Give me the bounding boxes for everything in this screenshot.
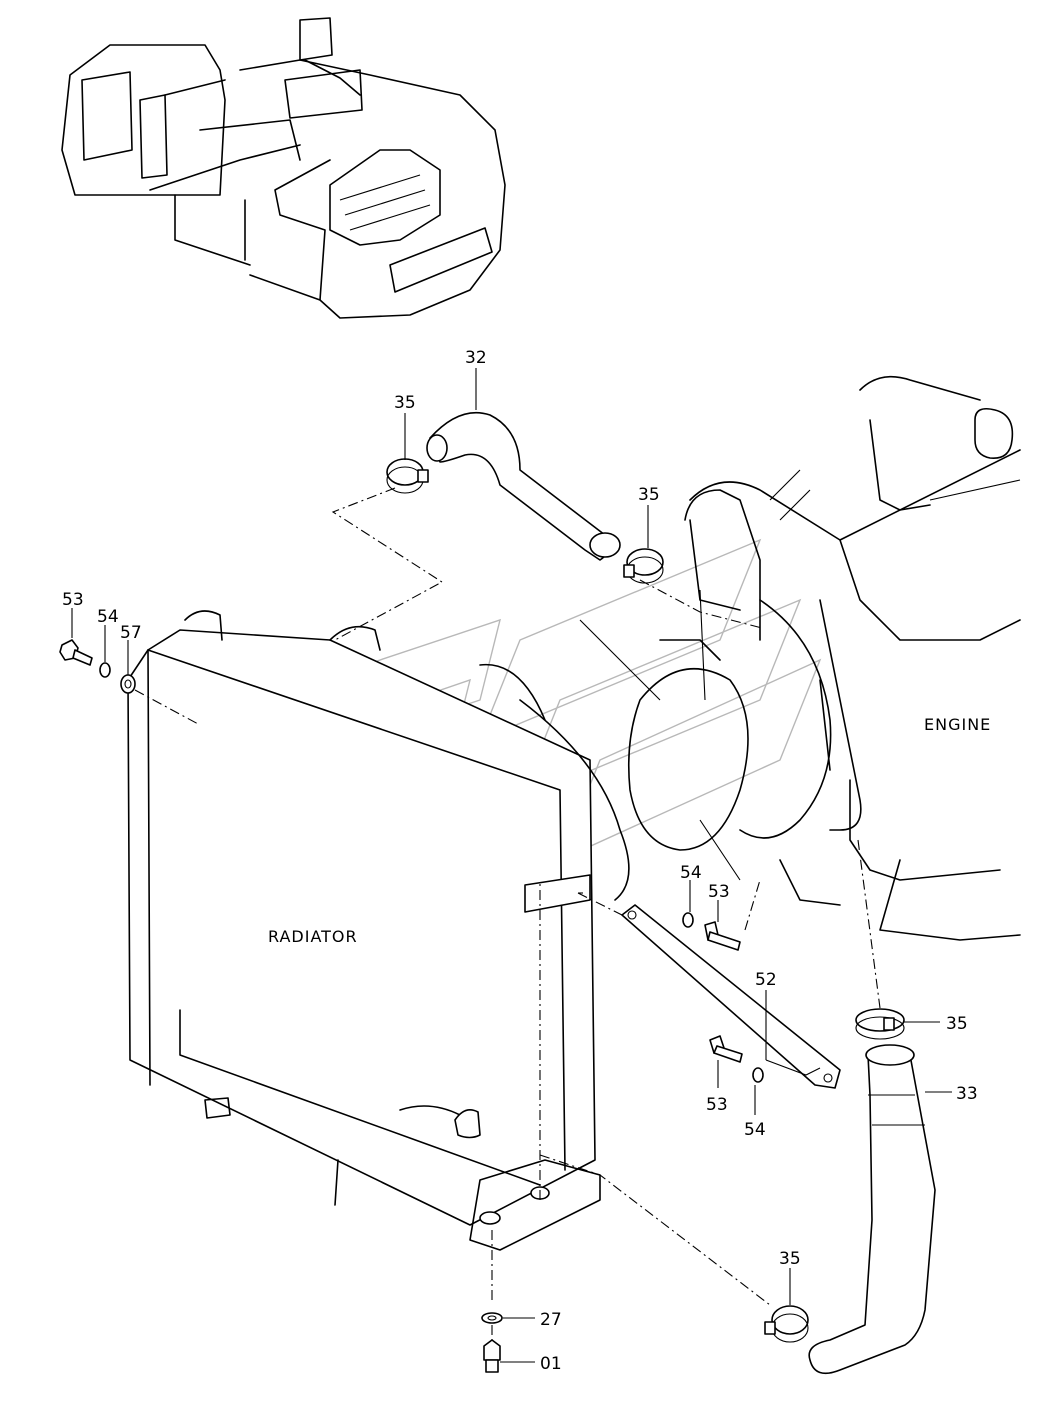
upper-radiator-hose xyxy=(426,411,621,561)
callout-57: 57 xyxy=(120,623,142,643)
washer-27 xyxy=(481,1312,503,1324)
callout-53-low: 53 xyxy=(706,1095,728,1115)
callout-32: 32 xyxy=(465,348,487,368)
bolt-01 xyxy=(483,1339,501,1373)
hose-clamp-upper xyxy=(386,458,429,494)
washer-54-low xyxy=(752,1067,764,1083)
bracket-bosses xyxy=(479,1186,550,1225)
callout-53-left: 53 xyxy=(62,590,84,610)
hose-clamp-bottom xyxy=(764,1305,809,1343)
callout-35-top: 35 xyxy=(394,393,416,413)
washer-54-left xyxy=(99,662,111,678)
callout-52: 52 xyxy=(755,970,777,990)
callout-54-low: 54 xyxy=(744,1120,766,1140)
lower-radiator-hose xyxy=(808,1044,936,1375)
callout-54-mid: 54 xyxy=(680,863,702,883)
hose-clamp-right xyxy=(855,1008,905,1040)
callout-54-left: 54 xyxy=(97,607,119,627)
label-engine: ENGINE xyxy=(924,715,991,734)
connection-lines xyxy=(331,487,881,1340)
hose-clamp-mid xyxy=(623,548,664,584)
callout-53-mid: 53 xyxy=(708,882,730,902)
callout-35-right: 35 xyxy=(946,1014,968,1034)
label-radiator: RADIATOR xyxy=(268,927,358,946)
bolt-53-left xyxy=(59,639,93,666)
callout-35-bottom: 35 xyxy=(779,1249,801,1269)
washer-54-mid xyxy=(682,912,694,928)
bolt-53-mid xyxy=(704,921,741,951)
fan-shroud xyxy=(579,489,862,881)
callout-35-mid: 35 xyxy=(638,485,660,505)
engine-outline xyxy=(689,375,1021,941)
callout-33: 33 xyxy=(956,1084,978,1104)
stay-bar xyxy=(577,892,841,1089)
callout-01: 01 xyxy=(540,1354,562,1374)
callout-27: 27 xyxy=(540,1310,562,1330)
excavator-overview xyxy=(61,17,506,319)
washer-57 xyxy=(120,674,136,694)
leader-washer-57 xyxy=(134,689,201,726)
bolt-53-low xyxy=(709,1035,743,1063)
radiator-body xyxy=(127,610,630,1251)
leader-lines xyxy=(71,368,952,1363)
